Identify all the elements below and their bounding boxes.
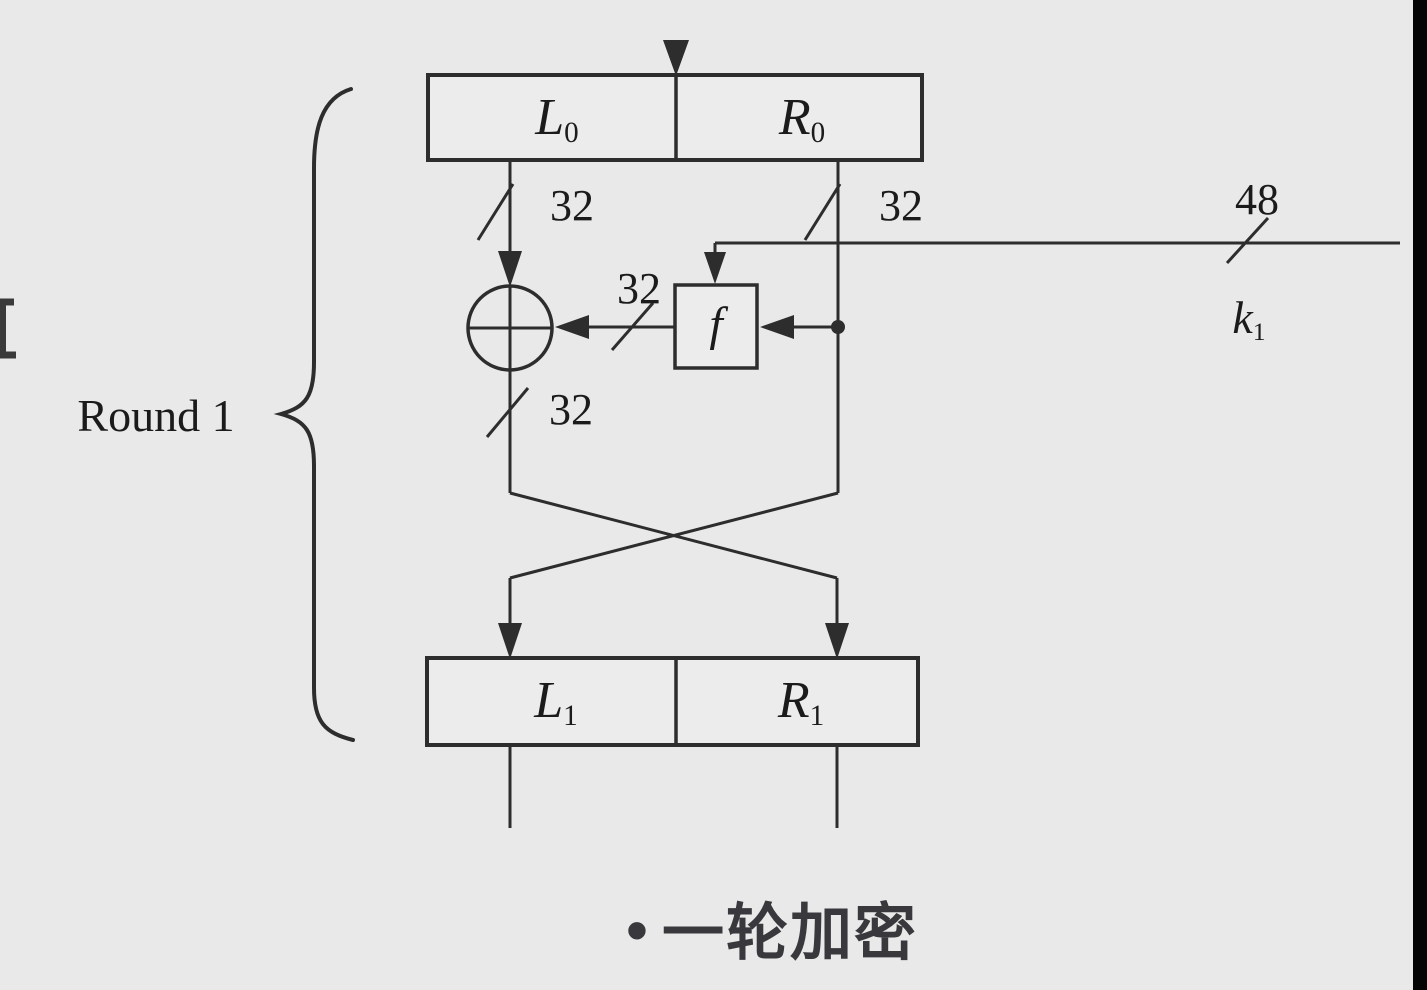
f-key-arrowhead xyxy=(704,252,726,284)
bottom-register-box xyxy=(425,656,920,747)
register-R0: R0 xyxy=(778,88,826,150)
after-xor-slash xyxy=(485,387,530,438)
key-name-label: k1 xyxy=(1232,292,1266,347)
f-input-arrowhead xyxy=(760,315,794,339)
xor-input-arrowhead xyxy=(498,251,522,287)
bus-width-f-output-label: 32 xyxy=(617,264,661,313)
xor-node xyxy=(466,284,554,372)
junction-dot xyxy=(831,320,845,334)
caption-bullet: • xyxy=(625,894,649,966)
key-slash xyxy=(1225,216,1270,265)
f-output-arrowhead xyxy=(555,315,589,339)
key-width-label: 48 xyxy=(1235,175,1279,224)
top-input-arrowhead xyxy=(663,40,689,76)
f-output-slash xyxy=(610,302,655,351)
bus-width-after-xor-label: 32 xyxy=(549,385,593,434)
register-L1: L1 xyxy=(534,671,578,733)
f-function-label: f xyxy=(709,298,723,351)
round-brace xyxy=(273,87,355,742)
register-R1: R1 xyxy=(777,671,825,733)
register-L0: L0 xyxy=(535,88,579,150)
bus-width-right-label: 32 xyxy=(879,181,923,230)
clipped-left-glyph xyxy=(0,298,16,359)
left-bus-slash xyxy=(476,183,515,241)
round-label: Round 1 xyxy=(77,390,235,441)
bottom-right-arrowhead xyxy=(825,623,849,659)
caption-text: 一轮加密 xyxy=(661,899,919,968)
f-box xyxy=(673,283,759,370)
bus-width-left-label: 32 xyxy=(550,181,594,230)
bottom-left-arrowhead xyxy=(498,623,522,659)
crossover-right-to-left xyxy=(509,491,839,580)
right-black-band xyxy=(1413,0,1427,990)
right-bus-slash xyxy=(803,183,842,241)
